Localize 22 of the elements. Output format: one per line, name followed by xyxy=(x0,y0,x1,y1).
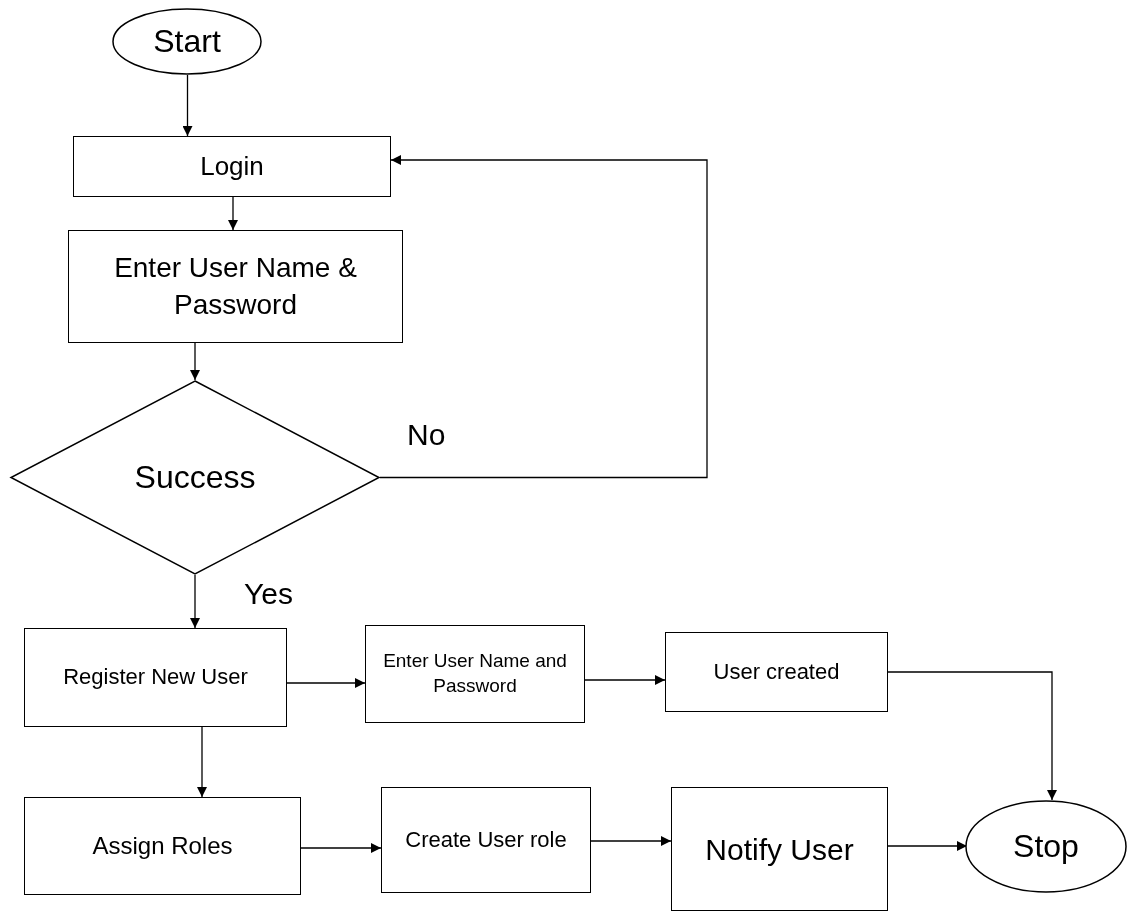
arrow xyxy=(584,675,666,685)
arrow xyxy=(286,678,366,688)
process-box: User created xyxy=(665,632,888,712)
arrow xyxy=(190,574,200,629)
arrow xyxy=(300,843,382,853)
process-box: Register New User xyxy=(24,628,287,727)
decision-diamond: Success xyxy=(10,380,380,575)
process-box: Enter User Name & Password xyxy=(68,230,403,343)
arrow xyxy=(197,726,207,798)
arrow xyxy=(182,74,193,137)
arrow xyxy=(379,155,708,479)
process-box: Notify User xyxy=(671,787,888,911)
stop-terminator: Stop xyxy=(965,800,1127,893)
arrow xyxy=(228,196,238,231)
process-box: Login xyxy=(73,136,391,197)
start-terminator: Start xyxy=(112,8,262,75)
arrow xyxy=(887,671,1057,801)
process-box: Assign Roles xyxy=(24,797,301,895)
arrow xyxy=(590,836,672,846)
process-box: Create User role xyxy=(381,787,591,893)
arrow xyxy=(190,342,200,381)
process-box: Enter User Name and Password xyxy=(365,625,585,723)
